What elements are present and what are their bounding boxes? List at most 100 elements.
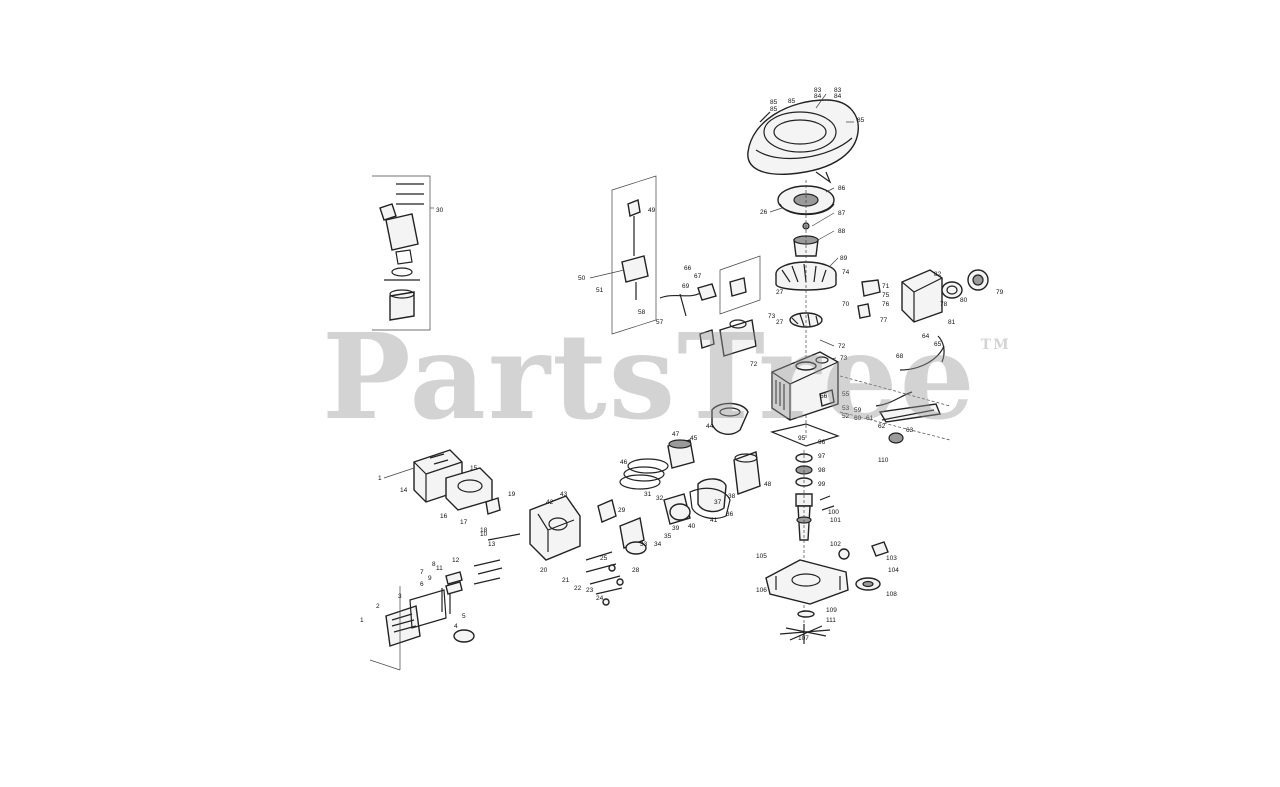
callout-18: 18	[480, 527, 488, 534]
callout-44: 44	[706, 423, 714, 430]
engine-block: 56 55 53 52 59 60 61 62 63 110	[771, 351, 951, 464]
callout-81: 81	[948, 319, 956, 326]
callout-air-12: 12	[452, 557, 460, 564]
callout-35: 35	[664, 533, 672, 540]
callout-84a: 84	[814, 93, 822, 100]
callout-air-13: 13	[488, 541, 496, 548]
callout-47: 47	[672, 431, 680, 438]
callout-95: 95	[798, 435, 806, 442]
carburetor-inset: 30	[372, 175, 444, 331]
callout-air-5: 5	[462, 613, 466, 620]
callout-85c: 85	[788, 98, 796, 105]
callout-83a: 83	[814, 87, 822, 94]
callout-62: 62	[878, 423, 886, 430]
callout-34: 34	[654, 541, 662, 548]
callout-52: 52	[842, 413, 850, 420]
callout-30: 30	[436, 207, 444, 214]
callout-25: 25	[600, 555, 608, 562]
crankcase-base: 105 106 107 108 109 111	[756, 541, 897, 644]
callout-103: 103	[886, 555, 897, 562]
callout-39: 39	[672, 525, 680, 532]
callout-76: 76	[882, 301, 890, 308]
callout-72b: 72	[750, 361, 758, 368]
callout-air-7: 7	[420, 569, 424, 576]
callout-36: 36	[726, 511, 734, 518]
callout-42: 42	[546, 499, 554, 506]
callout-69: 69	[682, 283, 690, 290]
callout-46: 46	[620, 459, 628, 466]
callout-air-4: 4	[454, 623, 458, 630]
blower-housing	[747, 99, 859, 184]
callout-28: 28	[632, 567, 640, 574]
callout-107: 107	[798, 635, 809, 642]
callout-air-11: 11	[436, 565, 443, 572]
callout-104: 104	[888, 567, 899, 574]
callout-108: 108	[886, 591, 897, 598]
callout-29: 29	[618, 507, 626, 514]
callout-89: 89	[840, 255, 848, 262]
callout-19: 19	[508, 491, 516, 498]
callout-air-9: 9	[428, 575, 432, 582]
callout-99: 99	[818, 481, 826, 488]
callout-26: 26	[760, 209, 768, 216]
callout-21: 21	[562, 577, 570, 584]
callout-air-2: 2	[376, 603, 380, 610]
callout-1: 1	[378, 475, 382, 482]
callout-60: 60	[854, 415, 862, 422]
recoil-starter: 86 87 88 26	[760, 185, 846, 257]
callout-71: 71	[882, 283, 890, 290]
callout-100: 100	[828, 509, 839, 516]
callout-64: 64	[922, 333, 930, 340]
blower-callouts: 83 83 84 84 85 85 85 85	[770, 87, 865, 124]
callout-56: 56	[820, 393, 828, 400]
callout-24: 24	[596, 595, 604, 602]
callout-48: 48	[764, 481, 772, 488]
callout-72: 72	[838, 343, 846, 350]
callout-air-6: 6	[420, 581, 424, 588]
callout-53: 53	[842, 405, 850, 412]
callout-66: 66	[684, 265, 692, 272]
callout-63: 63	[906, 427, 914, 434]
callout-65: 65	[934, 341, 942, 348]
callout-67: 67	[694, 273, 702, 280]
callout-74: 74	[842, 269, 850, 276]
callout-air-8: 8	[432, 561, 436, 568]
piston-assembly: 44 45 47 46 48	[619, 402, 772, 513]
callout-50: 50	[578, 275, 586, 282]
callout-45: 45	[690, 435, 698, 442]
callout-110: 110	[878, 457, 889, 464]
callout-106: 106	[756, 587, 767, 594]
callout-87: 87	[838, 210, 846, 217]
callout-88: 88	[838, 228, 846, 235]
callout-82: 82	[934, 271, 942, 278]
callout-98: 98	[818, 467, 826, 474]
callout-68: 68	[896, 353, 904, 360]
callout-75: 75	[882, 292, 890, 299]
callout-22: 22	[574, 585, 582, 592]
callout-27b: 27	[776, 319, 784, 326]
callout-102: 102	[830, 541, 841, 548]
callout-101: 101	[830, 517, 841, 524]
callout-27a: 27	[776, 289, 784, 296]
callout-20: 20	[540, 567, 548, 574]
callout-31: 31	[644, 491, 652, 498]
callout-air-10: 10	[480, 531, 488, 538]
callout-77: 77	[880, 317, 888, 324]
callout-55: 55	[842, 391, 850, 398]
muffler-assembly: 1 14 15 16 17 18 19	[378, 449, 516, 534]
callout-109: 109	[826, 607, 837, 614]
callout-78: 78	[940, 301, 948, 308]
callout-83b: 83	[834, 87, 842, 94]
callout-15: 15	[470, 465, 478, 472]
callout-23: 23	[586, 587, 594, 594]
callout-43: 43	[560, 491, 568, 498]
callout-84b: 84	[834, 93, 842, 100]
ignition-coil-group: 49 50 51 57 58 66 67 69 72 73	[578, 175, 776, 368]
crankshaft: 95 96 97 98 99 100 101 102 103 104	[770, 423, 899, 640]
callout-51: 51	[596, 287, 604, 294]
callout-41: 41	[710, 517, 718, 524]
fuel-tank-assembly: 74 71 75 76 70 77 78 79 80 81 82	[842, 269, 1004, 326]
callout-97: 97	[818, 453, 826, 460]
